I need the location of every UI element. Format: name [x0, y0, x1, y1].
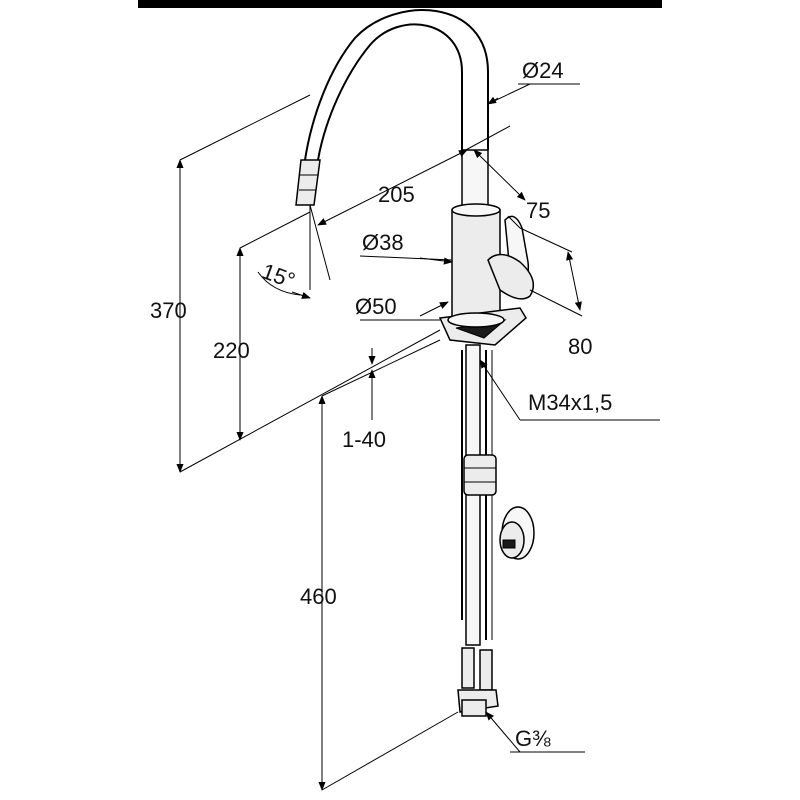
- label-d205: 205: [378, 182, 415, 207]
- upper-tube: [461, 149, 489, 211]
- shank-nut: [463, 454, 497, 496]
- dimension-labels: Ø24 205 75 Ø38 15° Ø50 370 220 80 M34x1,…: [150, 58, 612, 751]
- label-angle15: 15°: [259, 258, 299, 293]
- label-d1-40: 1-40: [342, 427, 386, 452]
- label-d50: Ø50: [355, 294, 397, 319]
- hose-fittings: [457, 647, 499, 717]
- label-d460: 460: [300, 584, 337, 609]
- label-d75: 75: [526, 198, 550, 223]
- label-thread: M34x1,5: [528, 390, 612, 415]
- top-bar: [138, 0, 662, 8]
- label-d80: 80: [568, 334, 592, 359]
- label-g38: G⅜: [515, 726, 551, 751]
- label-d38: Ø38: [362, 230, 404, 255]
- faucet-body: [295, 9, 535, 717]
- dimension-lines: [176, 83, 660, 791]
- clamp-ring: [499, 506, 535, 560]
- label-d24: Ø24: [522, 58, 564, 83]
- lever-hub: [487, 253, 535, 300]
- label-d220: 220: [213, 338, 250, 363]
- label-d370: 370: [150, 298, 187, 323]
- spray-head: [295, 159, 321, 206]
